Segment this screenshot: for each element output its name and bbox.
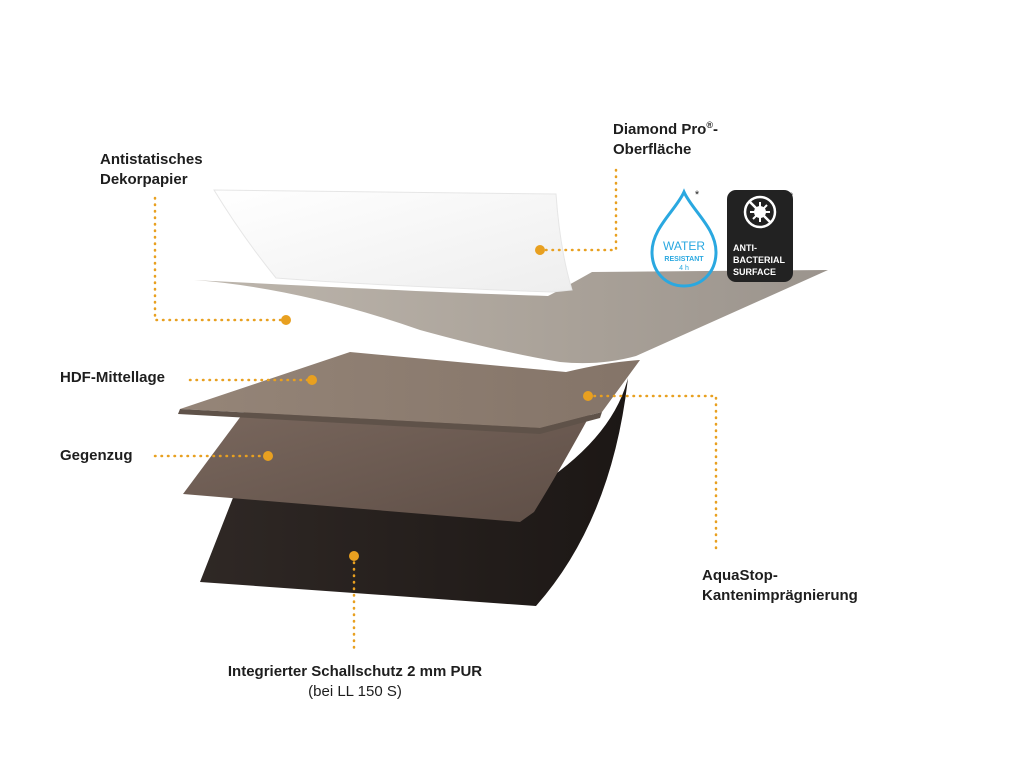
leader-diamond (538, 168, 618, 252)
bacteria-badge-mark: ** (785, 191, 794, 203)
antibacterial-badge: ANTI- BACTERIAL SURFACE ** (727, 190, 794, 282)
label-aquastop: AquaStop- Kantenimprägnierung (702, 566, 858, 606)
label-sound-line2: (bei LL 150 S) (308, 683, 402, 700)
label-antistatic-line2: Dekorpapier (100, 171, 188, 188)
label-sound-insulation: Integrierter Schallschutz 2 mm PUR (bei … (214, 662, 496, 702)
water-badge-line2: RESISTANT (664, 256, 704, 263)
label-diamond-line1: Diamond Pro (613, 121, 707, 138)
leader-antistatic (153, 196, 288, 322)
label-counter-layer: Gegenzug (60, 447, 133, 464)
water-drop-icon (650, 188, 718, 288)
hdf-core-layer (180, 352, 640, 428)
bacteria-badge-line1: ANTI- (733, 243, 757, 253)
dot-sound (349, 551, 359, 561)
dot-gegenzug (263, 451, 273, 461)
hdf-core-edge (178, 409, 602, 434)
bacteria-badge-line3: SURFACE (733, 267, 776, 277)
label-hdf-core: HDF-Mittellage (60, 369, 165, 386)
label-diamond-suffix: - (712, 121, 718, 138)
label-diamond-pro-surface: Diamond Pro®- Oberfläche (613, 115, 718, 160)
label-antistatic-line1: Antistatisches (100, 151, 203, 168)
label-aquastop-line1: AquaStop- (702, 567, 778, 584)
overlay-sheet (213, 189, 573, 293)
water-badge-line1: WATER (663, 239, 705, 253)
bacteria-badge-line2: BACTERIAL (733, 255, 785, 265)
label-sound-line1: Integrierter Schallschutz 2 mm PUR (227, 663, 483, 680)
leader-lines (153, 168, 718, 650)
counter-layer (183, 404, 596, 522)
no-bacteria-icon (743, 195, 777, 229)
decor-paper-layer (194, 270, 828, 364)
dot-diamond (535, 245, 545, 255)
label-diamond-line2: Oberfläche (613, 141, 692, 158)
water-badge-line3: 4 h (679, 265, 689, 272)
dot-aquastop (583, 391, 593, 401)
antibacterial-badge-box (727, 190, 793, 282)
leader-dots (263, 245, 593, 561)
water-badge-mark: * (695, 189, 700, 201)
label-diamond-registered: ® (706, 120, 713, 130)
water-resistant-badge: WATER RESISTANT 4 h * (650, 188, 718, 288)
dot-antistatic (281, 315, 291, 325)
dot-hdf (307, 375, 317, 385)
label-aquastop-line2: Kantenimprägnierung (702, 587, 858, 604)
label-antistatic-decor-paper: Antistatisches Dekorpapier (100, 150, 203, 190)
